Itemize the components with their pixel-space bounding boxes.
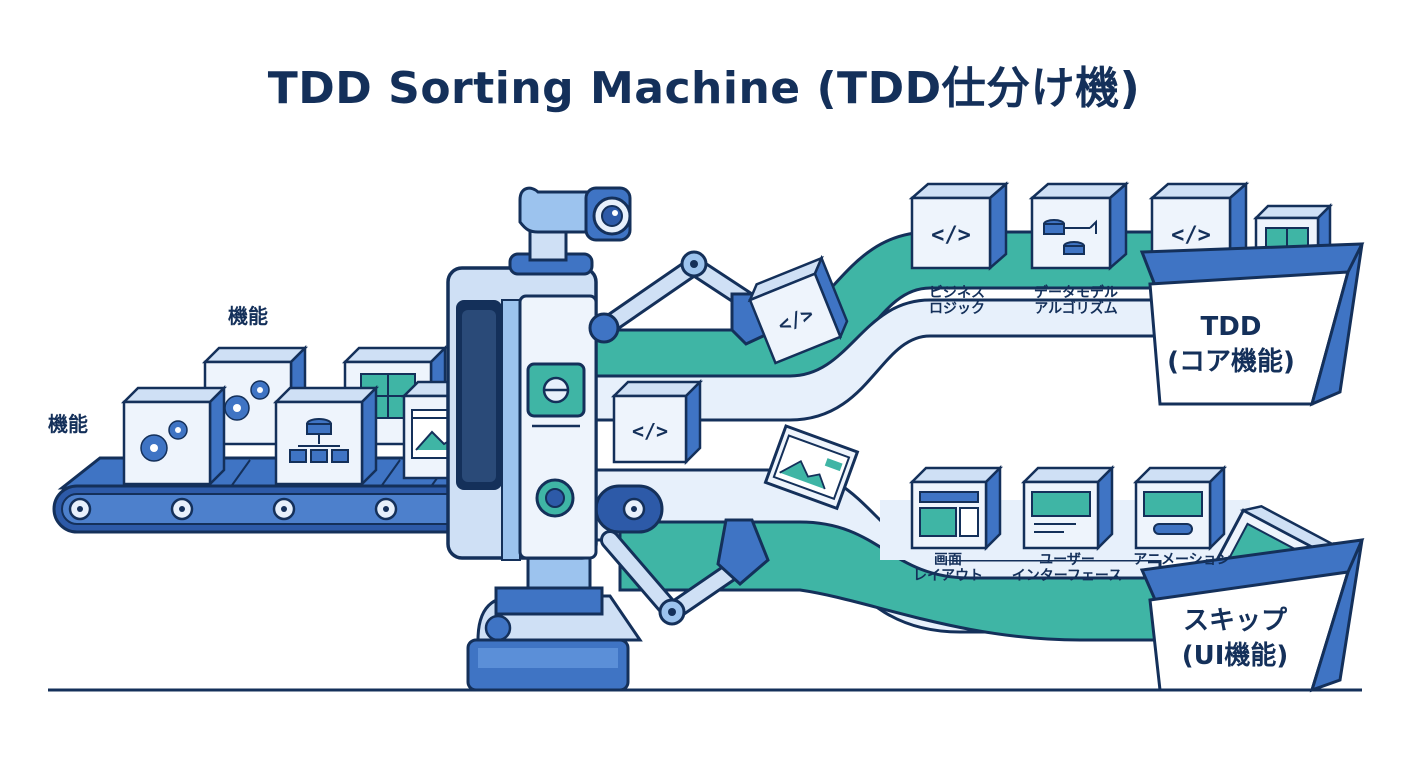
ui-box-animation: [1132, 464, 1228, 552]
code-box-held: </>: [747, 254, 849, 365]
core-item-label-business: ビジネスロジック: [929, 285, 985, 318]
tdd-bin: [1139, 202, 1365, 407]
page-title: TDD Sorting Machine (TDD仕分け機): [267, 63, 1141, 114]
code-icon: </>: [931, 223, 971, 248]
database-icon: [1043, 219, 1097, 255]
ui-box-layout: [908, 464, 1004, 552]
code-box-middle: </>: [610, 378, 704, 466]
ui-box-interface: [1020, 464, 1116, 552]
screen-box-falling: [763, 424, 860, 511]
ui-item-label-layout: 画面レイアウト: [913, 552, 983, 585]
skip-bin-label: スキップ(UI機能): [1181, 606, 1289, 672]
skip-bin: [1139, 504, 1365, 693]
core-item-label-data: データモデルアルゴリズム: [1034, 285, 1118, 318]
core-box-business: </>: [908, 181, 1010, 271]
feature-label-top: 機能: [228, 304, 268, 328]
code-icon: </>: [632, 419, 668, 443]
code-icon: </>: [1171, 223, 1211, 248]
ui-item-label-animation: アニメーション: [1133, 552, 1231, 568]
feature-box-gears-1: [203, 346, 307, 446]
robot-body: [446, 266, 598, 561]
ui-item-label-interface: ユーザーインターフェース: [1011, 552, 1123, 585]
screen-icon: [1031, 491, 1091, 533]
robot-camera: [508, 186, 632, 276]
feature-label-left: 機能: [48, 412, 88, 436]
feature-box-gears-2: [122, 386, 226, 486]
lower-arm: [600, 518, 770, 626]
tdd-bin-label: TDD(コア機能): [1167, 312, 1295, 378]
screen-icon: [1143, 491, 1203, 535]
core-box-data: [1028, 181, 1130, 271]
screen-icon: [919, 491, 979, 537]
feature-box-database: [274, 386, 378, 486]
database-icon: [289, 418, 349, 463]
